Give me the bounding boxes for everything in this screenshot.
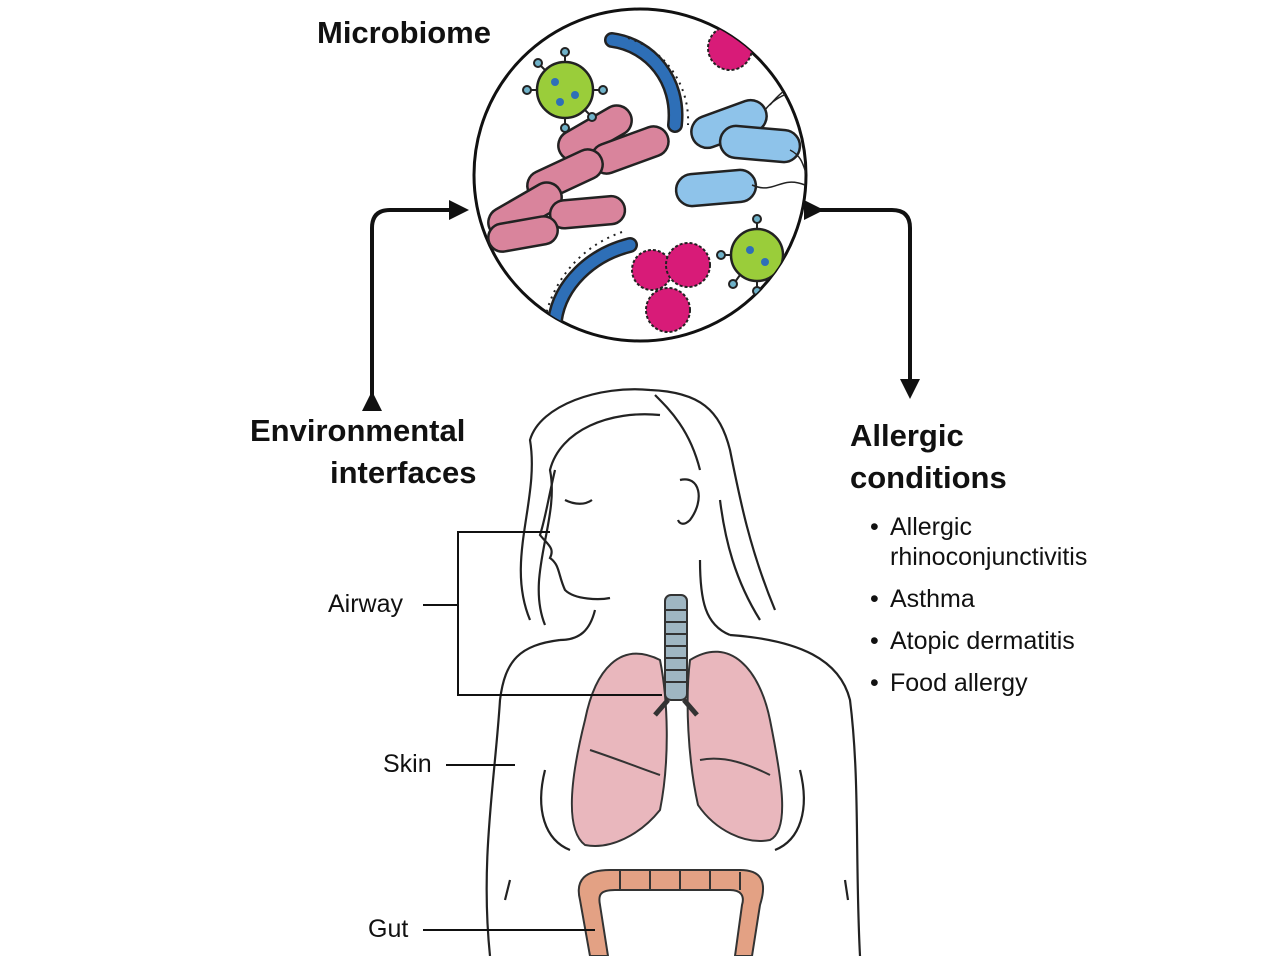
left-bidirectional-arrow xyxy=(362,200,469,411)
label-gut: Gut xyxy=(368,915,409,943)
curved-blue-bacteria xyxy=(544,32,690,328)
right-bidirectional-arrow xyxy=(804,200,920,399)
pink-rod-bacteria xyxy=(487,104,670,253)
human-figure xyxy=(485,388,862,956)
leader-lines xyxy=(423,531,662,931)
heading-conditions: conditions xyxy=(850,460,1007,495)
label-skin: Skin xyxy=(383,750,432,778)
colon xyxy=(577,869,765,956)
conditions-list: Allergic rhinoconjunctivitis Asthma Atop… xyxy=(870,512,1140,710)
blue-rod-bacteria xyxy=(674,98,802,208)
microbiome-circle xyxy=(472,7,808,343)
condition-item: Food allergy xyxy=(870,668,1140,698)
heading-allergic: Allergic xyxy=(850,418,964,453)
heading-interfaces: interfaces xyxy=(330,455,477,490)
title-microbiome: Microbiome xyxy=(317,15,491,50)
coccus-bacteria xyxy=(631,25,753,333)
condition-item: Allergic rhinoconjunctivitis xyxy=(870,512,1140,572)
virus-particles xyxy=(522,47,798,296)
condition-item: Atopic dermatitis xyxy=(870,626,1140,656)
label-airway: Airway xyxy=(328,590,404,618)
condition-item: Asthma xyxy=(870,584,1140,614)
lungs xyxy=(570,650,784,847)
trachea xyxy=(653,594,699,717)
heading-environmental: Environmental xyxy=(250,413,466,448)
